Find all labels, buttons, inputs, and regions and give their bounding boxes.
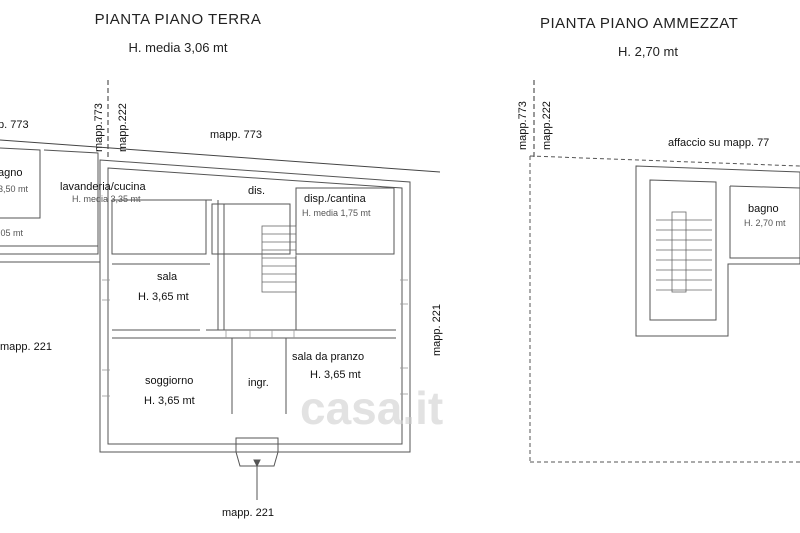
right-mapp-773-vertical-label: mapp.773 <box>517 101 529 150</box>
dis-label: dis. <box>248 185 265 197</box>
right-site-outline <box>529 155 800 463</box>
right-bagno-label: bagno <box>748 203 779 215</box>
mapp-221-right-label: mapp. 221 <box>431 304 443 356</box>
interior-partitions <box>112 200 396 414</box>
affaccio-label: affaccio su mapp. 77 <box>668 137 769 149</box>
lavanderia-height-label: H. media 3,35 mt <box>72 194 141 204</box>
mapp-773-top-label: mapp. 773 <box>210 129 262 141</box>
left-height-label: ,05 mt <box>0 228 24 238</box>
right-plan-title: PIANTA PIANO AMMEZZAT <box>540 15 738 32</box>
left-annex-walls <box>0 147 100 263</box>
property-boundary <box>0 139 441 173</box>
upper-room-walls <box>111 187 395 255</box>
sala-label: sala <box>157 271 178 283</box>
right-plan-subtitle: H. 2,70 mt <box>618 44 678 59</box>
mezzanine-staircase <box>656 211 712 293</box>
left-plan-title: PIANTA PIANO TERRA <box>95 11 262 28</box>
mapp-221-bottom-label: mapp. 221 <box>222 507 274 519</box>
left-plan-subtitle: H. media 3,06 mt <box>129 40 228 55</box>
disp-cantina-height-label: H. media 1,75 mt <box>302 208 371 218</box>
right-bagno-height-label: H. 2,70 mt <box>744 218 786 228</box>
main-building-walls <box>99 159 411 453</box>
sala-pranzo-height-label: H. 3,65 mt <box>310 369 361 381</box>
soggiorno-label: soggiorno <box>145 375 193 387</box>
mapp-773-vertical-label: mapp.773 <box>93 103 105 152</box>
disp-cantina-label: disp./cantina <box>304 193 367 205</box>
sala-height-label: H. 3,65 mt <box>138 291 189 303</box>
soggiorno-height-label: H. 3,65 mt <box>144 395 195 407</box>
entrance <box>235 437 279 500</box>
staircase <box>261 225 297 293</box>
mezzanine-walls <box>635 165 800 337</box>
sala-pranzo-label: sala da pranzo <box>292 351 364 363</box>
mapp-222-vertical-label: mapp.222 <box>117 103 129 152</box>
right-mapp-222-vertical-label: mapp.222 <box>541 101 553 150</box>
mapp-773-left-label: p. 773 <box>0 119 29 131</box>
bagno-label: agno <box>0 167 22 179</box>
lavanderia-label: lavanderia/cucina <box>60 181 146 193</box>
bagno-height-label: 3,50 mt <box>0 184 29 194</box>
mapp-221-left-label: mapp. 221 <box>0 341 52 353</box>
watermark-logo: casa.it <box>300 382 443 434</box>
ingr-label: ingr. <box>248 377 269 389</box>
door-marks <box>102 279 408 397</box>
